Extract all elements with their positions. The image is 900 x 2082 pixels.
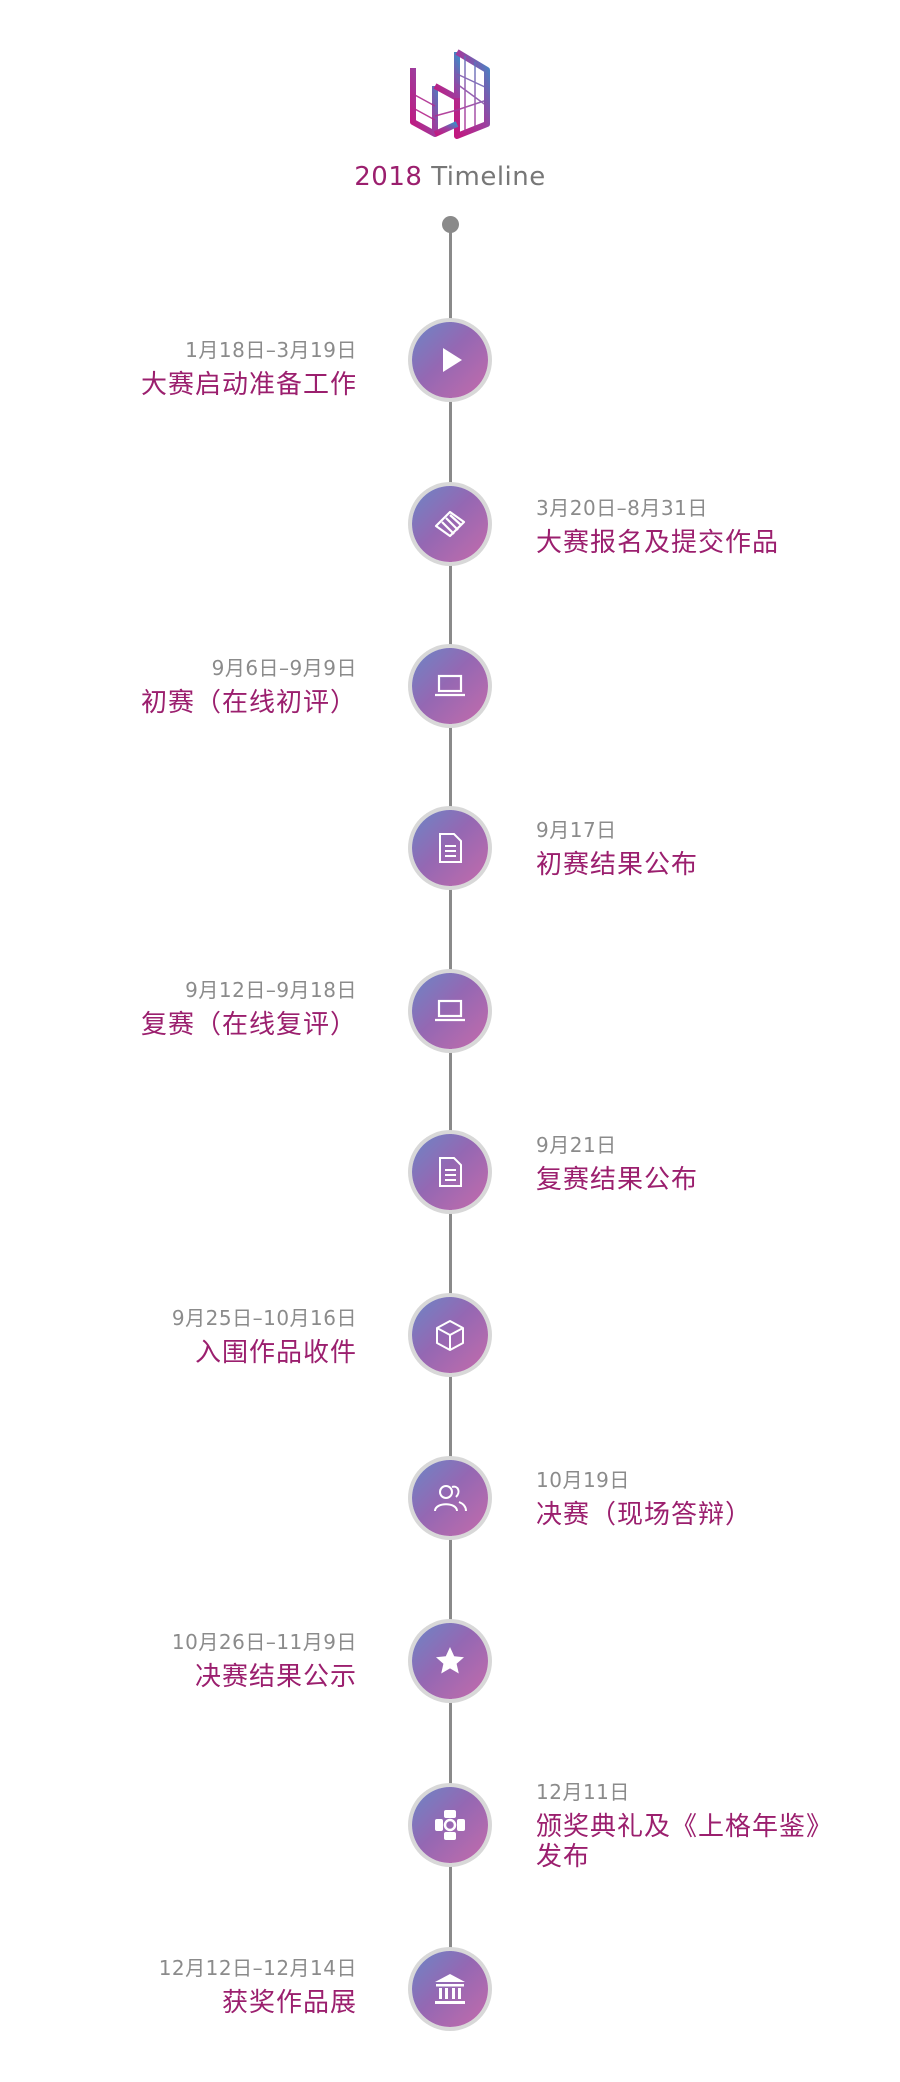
event-name: 初赛结果公布 [536, 850, 699, 880]
event-label-7: 10月19日 决赛（现场答辩） [536, 1468, 866, 1530]
document-icon [439, 833, 462, 863]
event-name: 复赛结果公布 [536, 1165, 699, 1195]
event-name: 入围作品收件 [194, 1338, 357, 1368]
event-label-2: 9月6日–9月9日 初赛（在线初评） [27, 656, 357, 718]
event-node-9 [412, 1787, 488, 1863]
event-date: 9月17日 [536, 818, 617, 842]
event-node-2 [412, 648, 488, 724]
event-name: 大赛启动准备工作 [140, 370, 357, 400]
event-node-5 [412, 1134, 488, 1210]
timeline-line [449, 224, 452, 1989]
event-node-8 [412, 1623, 488, 1699]
event-label-10: 12月12日–12月14日 获奖作品展 [27, 1956, 357, 2018]
document-stack-icon [434, 510, 466, 538]
document-icon [439, 1157, 462, 1187]
event-label-0: 1月18日–3月19日 大赛启动准备工作 [27, 338, 357, 400]
event-date: 1月18日–3月19日 [185, 338, 357, 362]
event-label-3: 9月17日 初赛结果公布 [536, 818, 866, 880]
title-word: Timeline [431, 162, 546, 192]
event-name: 获奖作品展 [221, 1988, 357, 2018]
people-icon [434, 1485, 467, 1512]
event-label-8: 10月26日–11月9日 决赛结果公示 [27, 1630, 357, 1692]
event-date: 9月6日–9月9日 [211, 656, 357, 680]
event-date: 10月19日 [536, 1468, 630, 1492]
event-date: 10月26日–11月9日 [171, 1630, 357, 1654]
museum-icon [435, 1974, 465, 2004]
event-name: 决赛结果公示 [194, 1662, 357, 1692]
event-label-6: 9月25日–10月16日 入围作品收件 [27, 1306, 357, 1368]
box-icon [436, 1320, 464, 1351]
event-name: 大赛报名及提交作品 [536, 528, 780, 558]
page-title: 2018 Timeline [0, 162, 900, 192]
event-label-4: 9月12日–9月18日 复赛（在线复评） [27, 978, 357, 1040]
event-date: 9月21日 [536, 1133, 617, 1157]
film-reel-icon [435, 1810, 465, 1840]
event-date: 9月25日–10月16日 [171, 1306, 357, 1330]
laptop-icon [435, 674, 465, 697]
event-date: 3月20日–8月31日 [536, 496, 708, 520]
event-name: 初赛（在线初评） [140, 688, 357, 718]
event-node-3 [412, 810, 488, 886]
event-name: 颁奖典礼及《上格年鉴》发布 [536, 1812, 834, 1872]
geometric-ud-logo-icon [410, 49, 490, 139]
event-node-6 [412, 1297, 488, 1373]
event-node-4 [412, 973, 488, 1049]
event-node-0 [412, 322, 488, 398]
event-node-10 [412, 1951, 488, 2027]
event-name: 复赛（在线复评） [140, 1010, 357, 1040]
event-date: 12月11日 [536, 1780, 630, 1804]
star-icon [436, 1647, 464, 1674]
event-label-9: 12月11日 颁奖典礼及《上格年鉴》发布 [536, 1780, 866, 1872]
event-label-5: 9月21日 复赛结果公布 [536, 1133, 866, 1195]
event-label-1: 3月20日–8月31日 大赛报名及提交作品 [536, 496, 866, 558]
event-name: 决赛（现场答辩） [536, 1500, 753, 1530]
play-icon [443, 348, 462, 372]
timeline-start-dot [442, 216, 459, 233]
laptop-icon [435, 999, 465, 1022]
event-date: 9月12日–9月18日 [185, 978, 357, 1002]
event-node-1 [412, 486, 488, 562]
event-date: 12月12日–12月14日 [158, 1956, 357, 1980]
title-year: 2018 [354, 162, 423, 192]
event-node-7 [412, 1460, 488, 1536]
